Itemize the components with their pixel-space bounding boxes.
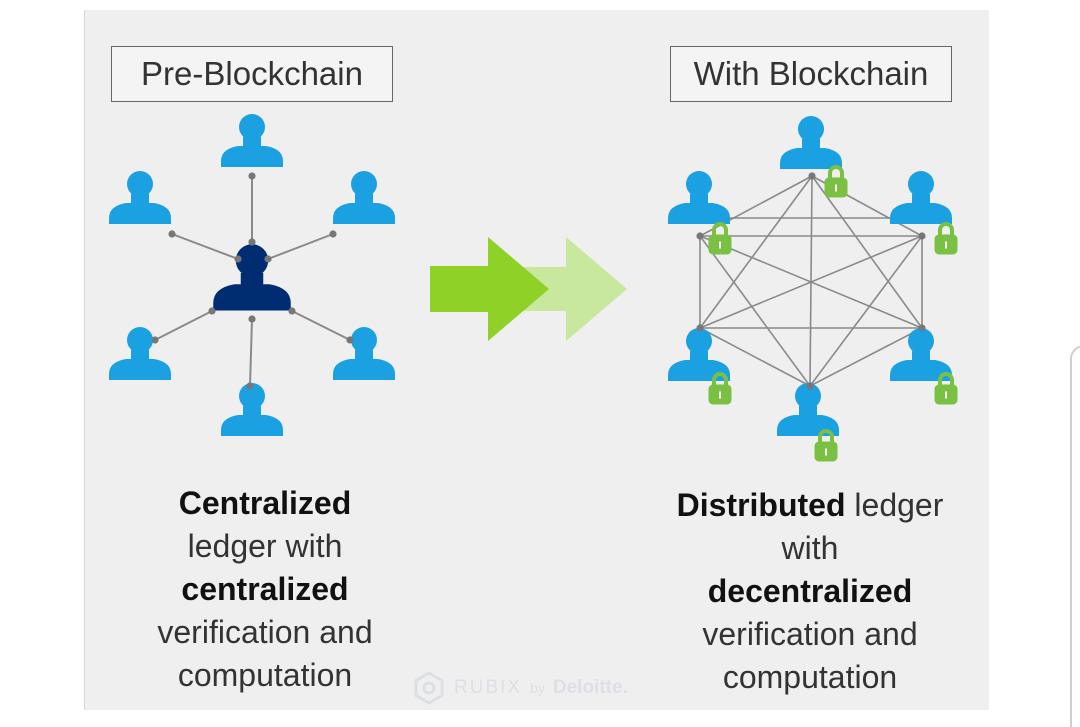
mesh-line (809, 235, 923, 387)
mesh-line (699, 235, 811, 387)
caption-line: decentralized (707, 573, 913, 609)
user-icon (333, 327, 395, 380)
user-icon (221, 383, 283, 436)
caption-line: ledger with (187, 528, 343, 564)
spoke-lines (154, 176, 351, 387)
node-dot (248, 315, 256, 323)
node-dot (346, 336, 354, 344)
watermark-by: by (530, 680, 545, 696)
node-dot (329, 230, 337, 238)
mesh-line (809, 327, 923, 387)
user-icon (890, 171, 952, 224)
caption-line: verification and (157, 614, 373, 650)
node-dot (246, 382, 254, 390)
user-icon (780, 116, 842, 169)
node-dot (808, 172, 816, 180)
node-dot (696, 324, 704, 332)
arrow-icon (430, 237, 627, 341)
node-dot (264, 255, 272, 263)
caption-bold: Distributed (676, 487, 846, 523)
user-icon (333, 171, 395, 224)
user-icon (109, 327, 171, 380)
watermark: RUBIX by Deloitte. (412, 668, 628, 708)
mesh-line (699, 175, 813, 329)
lock-icon (823, 165, 849, 199)
mesh-line (699, 235, 923, 329)
spoke-line (267, 233, 334, 260)
user-icon (668, 171, 730, 224)
mesh-line (811, 175, 923, 329)
spoke-line (171, 233, 239, 260)
spoke-line (154, 310, 213, 341)
caption-line: verification and (702, 616, 918, 652)
caption-line: computation (722, 659, 898, 695)
watermark-brand-left: RUBIX (454, 677, 523, 698)
user-icon (777, 383, 839, 436)
node-dot (918, 232, 926, 240)
spoke-line (291, 310, 351, 341)
caption-line: Distributed ledger (650, 484, 970, 527)
lock-icon (933, 222, 959, 256)
node-dot (806, 382, 814, 390)
caption-line: computation (177, 657, 353, 693)
mesh-line (699, 327, 811, 387)
diagram-panel (84, 10, 989, 710)
node-dot (918, 324, 926, 332)
node-dot (696, 232, 704, 240)
caption-line: Centralized (178, 485, 352, 521)
caption-line: centralized (181, 571, 349, 607)
lock-icon (707, 222, 733, 256)
rubix-logo-icon (414, 671, 444, 705)
node-dot (168, 230, 176, 238)
spoke-nodes (151, 172, 354, 390)
caption-line: with (781, 530, 839, 566)
with-blockchain-label: With Blockchain (670, 46, 952, 102)
mesh-line (809, 175, 813, 387)
right-caption: Distributed ledger with decentralized ve… (650, 484, 970, 699)
node-dot (234, 255, 242, 263)
mesh-nodes (696, 172, 926, 390)
caption-rest: ledger (845, 487, 944, 523)
node-dot (248, 172, 256, 180)
node-dot (248, 238, 256, 246)
user-icon (221, 114, 283, 167)
node-dot (208, 307, 216, 315)
watermark-brand-right: Deloitte. (552, 677, 628, 698)
user-icon (109, 171, 171, 224)
pre-blockchain-label: Pre-Blockchain (111, 46, 393, 102)
left-caption: Centralized ledger with centralized veri… (120, 482, 410, 697)
node-dot (288, 307, 296, 315)
mesh-lines (699, 175, 923, 387)
spoke-line (249, 318, 253, 387)
edge-decoration (1070, 345, 1080, 727)
node-dot (151, 336, 159, 344)
